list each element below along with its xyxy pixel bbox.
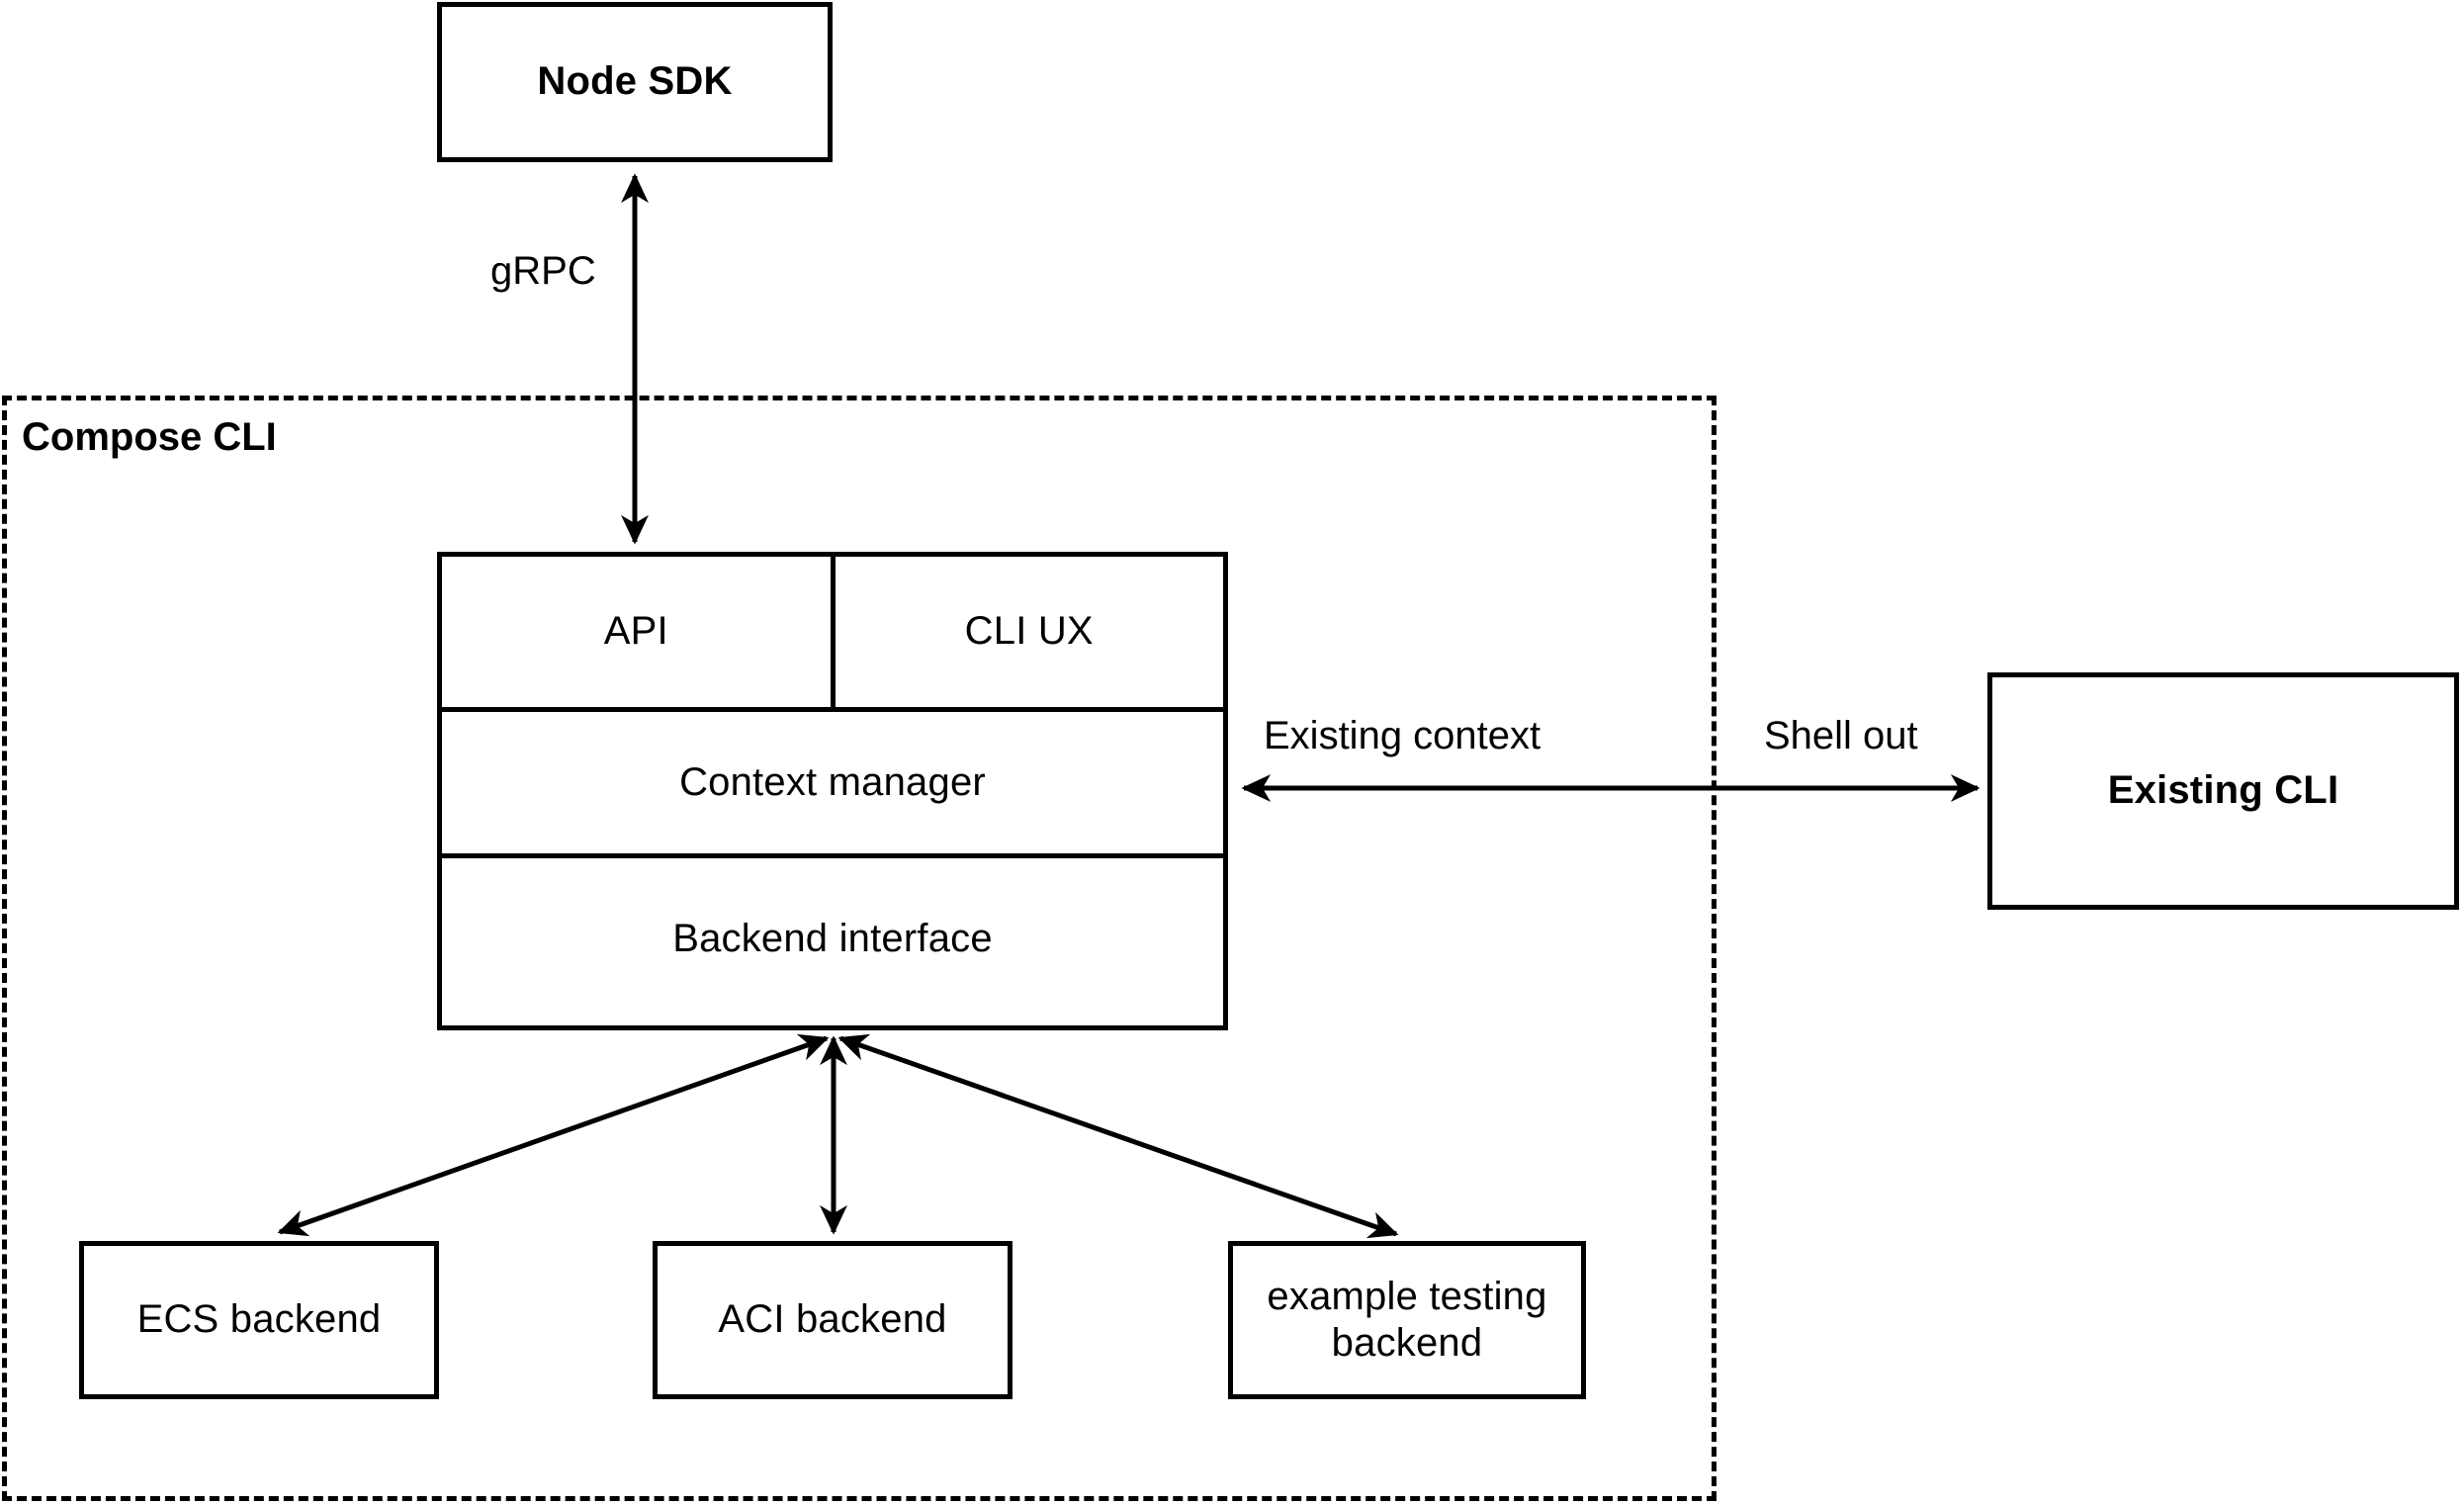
node-label-context-manager: Context manager <box>679 759 986 804</box>
node-box-node-sdk[interactable]: Node SDK <box>437 2 833 162</box>
node-box-existing-cli[interactable]: Existing CLI <box>1987 672 2459 910</box>
node-label-api: API <box>603 609 668 654</box>
node-box-aci-backend[interactable]: ACI backend <box>653 1241 1012 1399</box>
node-label-aci-backend: ACI backend <box>718 1297 947 1342</box>
node-box-example-testing-backend[interactable]: example testing backend <box>1228 1241 1586 1399</box>
edge-label-grpc: gRPC <box>486 249 600 294</box>
node-label-ecs-backend: ECS backend <box>136 1297 382 1342</box>
node-label-existing-cli: Existing CLI <box>2107 768 2339 813</box>
stack-cell-backend-interface[interactable]: Backend interface <box>442 858 1223 1020</box>
node-label-node-sdk: Node SDK <box>537 59 733 104</box>
compose-cli-stack: API CLI UX Context manager Backend inter… <box>437 552 1228 1030</box>
compose-cli-group-label: Compose CLI <box>22 415 277 459</box>
stack-row-context-manager[interactable]: Context manager <box>442 707 1223 853</box>
node-label-cli-ux: CLI UX <box>964 609 1094 654</box>
node-box-ecs-backend[interactable]: ECS backend <box>79 1241 439 1399</box>
edge-label-existing-context: Existing context <box>1260 714 1545 758</box>
edge-label-shell-out: Shell out <box>1760 714 1922 758</box>
stack-row-backend-interface[interactable]: Backend interface <box>442 853 1223 1020</box>
stack-row-api-cliux: API CLI UX <box>442 557 1223 707</box>
compose-cli-group-boundary <box>2 396 1716 1501</box>
stack-cell-api[interactable]: API <box>442 557 831 707</box>
stack-cell-cli-ux[interactable]: CLI UX <box>830 557 1223 707</box>
node-label-backend-interface: Backend interface <box>672 917 993 961</box>
stack-cell-context-manager[interactable]: Context manager <box>442 712 1223 853</box>
node-label-example-testing-backend: example testing backend <box>1267 1274 1547 1365</box>
